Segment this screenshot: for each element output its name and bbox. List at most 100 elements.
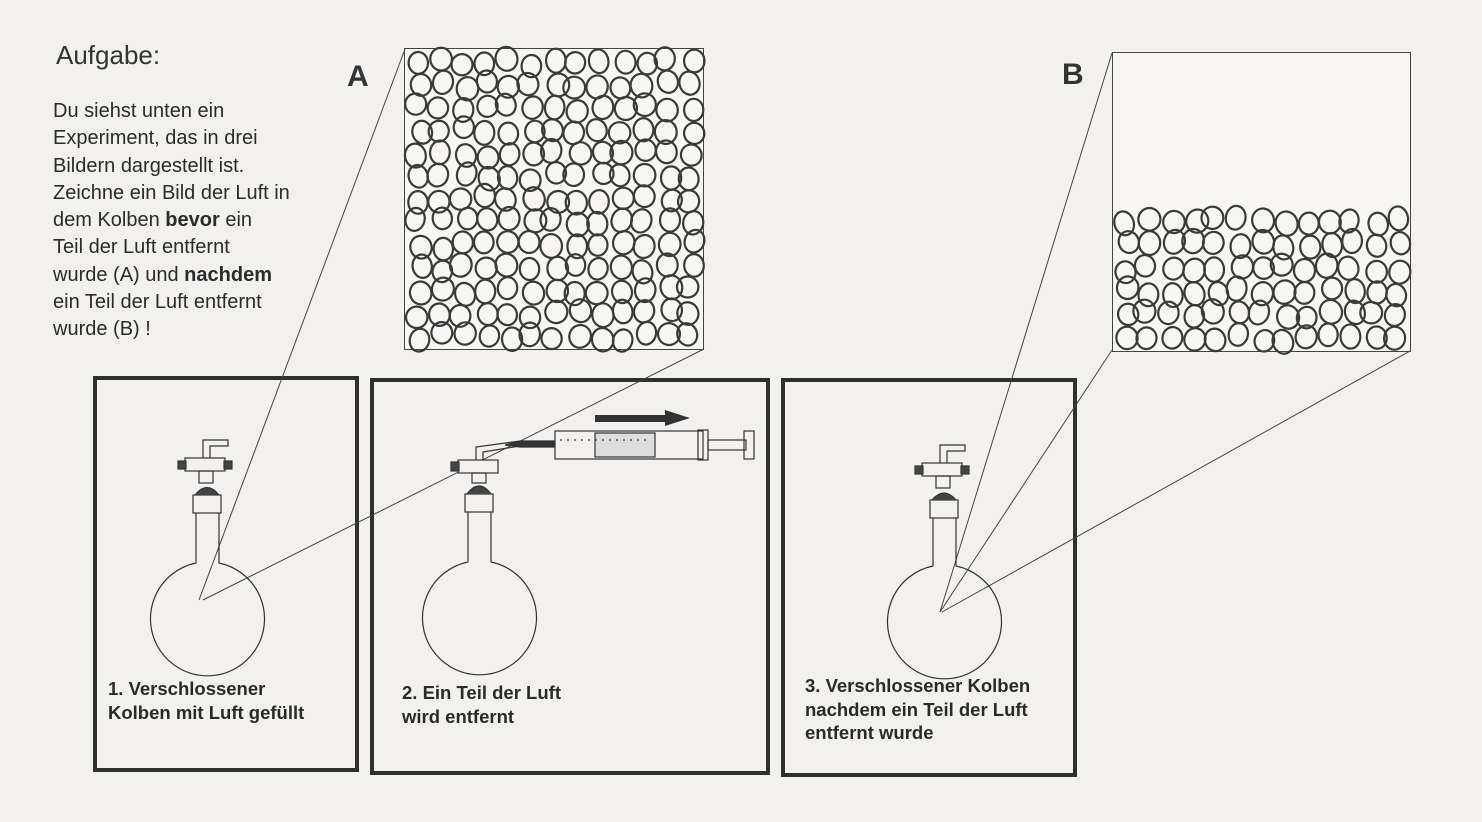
- air-particle: [1274, 210, 1299, 237]
- task-line: Teil der Luft entfernt: [53, 236, 230, 259]
- air-particle: [454, 143, 478, 168]
- emphasis-nachdem: nachdem: [184, 263, 272, 286]
- air-particle: [518, 256, 541, 282]
- task-title: Aufgabe:: [56, 40, 161, 70]
- air-particle: [403, 142, 427, 169]
- air-particle: [632, 162, 657, 188]
- air-particle: [1162, 209, 1186, 235]
- air-particle: [682, 48, 706, 74]
- air-particle: [566, 233, 589, 260]
- particles-sparse: [1113, 204, 1412, 355]
- air-particle: [656, 69, 680, 94]
- air-particle: [1367, 211, 1390, 237]
- air-particle: [565, 211, 590, 238]
- air-particle: [679, 143, 703, 167]
- air-particle: [1317, 322, 1339, 348]
- air-particle: [408, 280, 433, 306]
- air-particle: [432, 236, 455, 262]
- air-particle: [518, 305, 542, 330]
- air-particle: [544, 299, 569, 325]
- air-particle: [1135, 326, 1158, 351]
- air-particle: [654, 139, 678, 165]
- air-particle: [631, 259, 654, 285]
- air-particle: [1343, 299, 1367, 326]
- air-particle: [564, 253, 587, 277]
- air-particle: [404, 206, 426, 232]
- air-particle: [655, 97, 679, 123]
- air-particle: [1337, 255, 1360, 281]
- air-particle: [592, 161, 615, 186]
- air-particle: [453, 321, 477, 346]
- air-particle: [1157, 300, 1180, 326]
- air-particle: [1297, 211, 1320, 236]
- air-particle: [475, 69, 499, 94]
- air-particle: [682, 210, 705, 236]
- caption-line: nachdem ein Teil der Luft: [805, 698, 1028, 720]
- air-particle: [1132, 298, 1157, 324]
- air-particle: [632, 92, 657, 118]
- air-particle: [431, 69, 455, 96]
- air-particle: [1387, 205, 1410, 232]
- air-particle: [611, 328, 634, 353]
- air-particle: [1269, 252, 1294, 277]
- air-particle: [453, 281, 477, 307]
- caption-line: 1. Verschlossener: [108, 678, 266, 699]
- air-particle: [1201, 230, 1225, 256]
- air-particle: [1385, 282, 1408, 308]
- air-particle: [1382, 325, 1407, 351]
- air-particle: [456, 206, 479, 231]
- air-particle: [521, 280, 546, 306]
- air-particle: [451, 230, 475, 255]
- air-particle: [632, 184, 656, 209]
- task-line: Bildern dargestellt ist.: [53, 154, 245, 177]
- air-particle: [539, 207, 562, 232]
- air-particle: [1295, 305, 1318, 330]
- air-particle: [1292, 257, 1317, 284]
- air-particle: [448, 252, 473, 278]
- air-particle: [1339, 323, 1362, 350]
- task-line: Du siehst unten ein: [53, 100, 225, 122]
- air-particle: [1317, 209, 1342, 235]
- air-particle: [1185, 208, 1210, 234]
- air-particle: [1341, 227, 1364, 255]
- air-particle: [683, 253, 705, 278]
- air-particle: [1137, 230, 1162, 257]
- air-particle: [1133, 253, 1157, 278]
- air-particle: [675, 275, 700, 299]
- air-particle: [562, 120, 586, 146]
- air-particle: [1117, 230, 1141, 255]
- air-particle: [1293, 280, 1316, 305]
- air-particle: [1115, 275, 1140, 301]
- air-particle: [1250, 281, 1275, 307]
- projection-lines-a: [198, 48, 705, 601]
- air-particle: [1116, 302, 1140, 327]
- air-particle: [426, 162, 450, 188]
- air-particle: [584, 280, 609, 306]
- air-particle: [614, 49, 637, 75]
- air-particle: [409, 234, 433, 260]
- air-particle: [1388, 259, 1412, 285]
- arrow-right-icon: [595, 410, 690, 426]
- air-particle: [497, 121, 520, 146]
- air-particle: [1294, 324, 1318, 350]
- task-line: ein Teil der Luft entfernt: [53, 291, 262, 314]
- task-line: ein: [219, 209, 253, 232]
- emphasis-bevor: bevor: [165, 209, 220, 232]
- air-particle: [678, 70, 701, 96]
- task-line: dem Kolben: [53, 209, 166, 232]
- step-3-frame: [781, 378, 1077, 777]
- air-particle: [473, 119, 496, 146]
- caption-line: 3. Verschlossener Kolben: [805, 675, 1031, 696]
- air-particle: [474, 256, 498, 281]
- caption-line: 2. Ein Teil der Luft: [402, 682, 561, 703]
- air-particle: [478, 324, 501, 348]
- air-particle: [522, 141, 546, 167]
- air-particle: [653, 119, 678, 145]
- air-particle: [1299, 234, 1322, 260]
- air-particle: [1137, 282, 1160, 308]
- air-particle: [474, 278, 497, 305]
- air-particle: [562, 162, 586, 188]
- air-particle: [591, 302, 615, 329]
- task-line: wurde (A) und: [53, 263, 185, 286]
- air-particle: [545, 278, 570, 304]
